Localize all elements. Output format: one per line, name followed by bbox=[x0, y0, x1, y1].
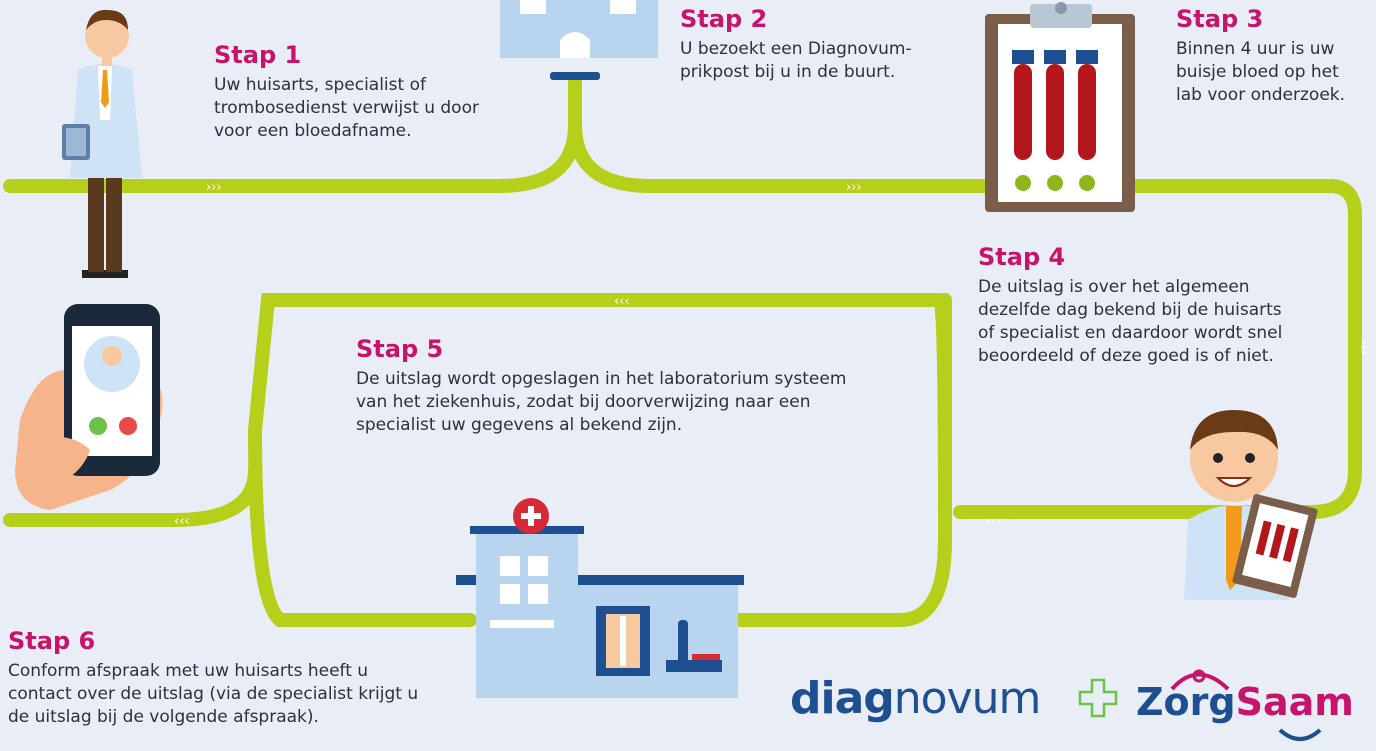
arrow-backward-3: ‹‹‹ bbox=[986, 514, 1002, 529]
medical-post-icon bbox=[500, 0, 658, 80]
zorgsaam-smile bbox=[1278, 728, 1322, 741]
step-1: Stap 1 Uw huisarts, specialist of trombo… bbox=[214, 42, 504, 143]
arrow-backward-1: ‹‹‹ bbox=[614, 294, 630, 309]
step-1-title: Stap 1 bbox=[214, 41, 302, 69]
arrow-forward-1: ››› bbox=[206, 180, 222, 195]
step-4: Stap 4 De uitslag is over het algemeen d… bbox=[978, 244, 1298, 368]
diagnovum-logo-bold: diag bbox=[790, 673, 895, 724]
step-2-title: Stap 2 bbox=[680, 5, 768, 33]
zorgsaam-logo-b: Saam bbox=[1235, 680, 1354, 724]
step-6-title: Stap 6 bbox=[8, 627, 96, 655]
blood-test-clipboard-icon bbox=[985, 2, 1135, 212]
doctor-with-results-icon bbox=[1184, 410, 1318, 600]
step-3: Stap 3 Binnen 4 uur is uw buisje bloed o… bbox=[1176, 6, 1366, 107]
zorgsaam-dot bbox=[1192, 669, 1206, 683]
flow-arrows: ››› ››› ‹‹‹ ‹‹‹ ‹‹‹ ››› bbox=[174, 180, 1371, 529]
arrow-down: ››› bbox=[1356, 340, 1371, 356]
step-4-text: De uitslag is over het algemeen dezelfde… bbox=[978, 277, 1283, 367]
step-6-text: Conform afspraak met uw huisarts heeft u… bbox=[8, 661, 419, 728]
zorgsaam-arc bbox=[1170, 672, 1230, 691]
step-5-title: Stap 5 bbox=[356, 335, 444, 363]
step-6: Stap 6 Conform afspraak met uw huisarts … bbox=[8, 628, 428, 729]
step-2: Stap 2 U bezoekt een Diagnovum-prikpost … bbox=[680, 6, 958, 84]
step-3-title: Stap 3 bbox=[1176, 5, 1264, 33]
step-5-text: De uitslag wordt opgeslagen in het labor… bbox=[356, 369, 847, 436]
diagnovum-logo: diagnovum bbox=[790, 673, 1042, 724]
step-4-title: Stap 4 bbox=[978, 243, 1066, 271]
flow-path bbox=[3, 73, 1362, 627]
diagnovum-logo-light: novum bbox=[893, 673, 1042, 724]
arrow-forward-2: ››› bbox=[846, 180, 862, 195]
doctor-icon bbox=[62, 9, 142, 278]
zorgsaam-logo: ZorgSaam bbox=[1136, 680, 1354, 724]
hospital-lab-icon bbox=[456, 498, 744, 698]
plus-icon bbox=[1078, 678, 1118, 718]
step-2-text: U bezoekt een Diagnovum-prikpost bij u i… bbox=[680, 39, 912, 83]
step-1-text: Uw huisarts, specialist of trombosediens… bbox=[214, 75, 479, 142]
zorgsaam-logo-a: Zorg bbox=[1136, 680, 1236, 724]
smartphone-call-icon bbox=[15, 304, 163, 510]
step-3-text: Binnen 4 uur is uw buisje bloed op het l… bbox=[1176, 39, 1346, 106]
arrow-backward-2: ‹‹‹ bbox=[174, 514, 190, 529]
step-5: Stap 5 De uitslag wordt opgeslagen in he… bbox=[356, 336, 856, 437]
